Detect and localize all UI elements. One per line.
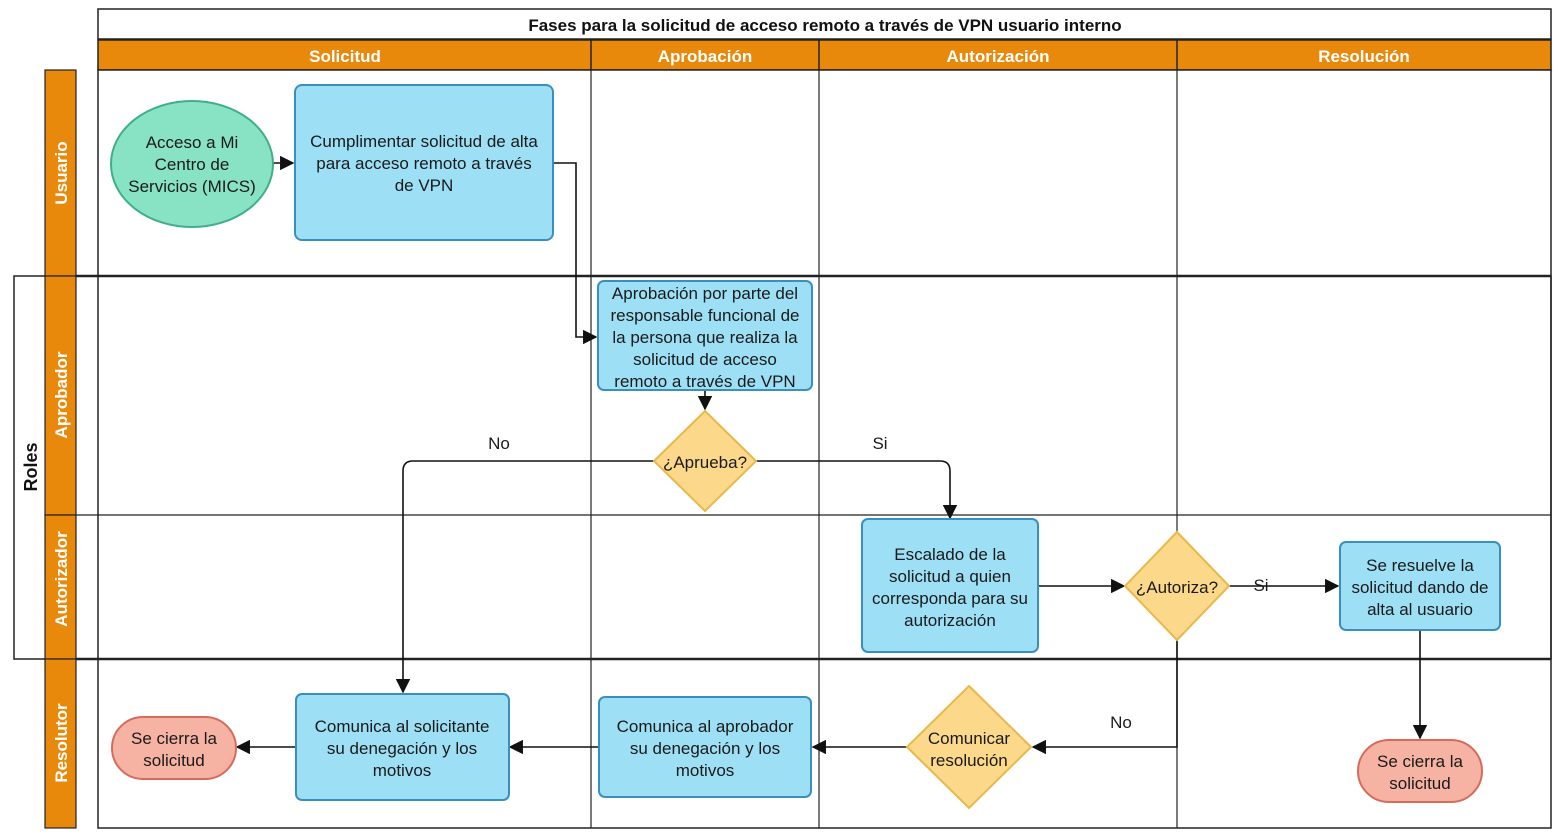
node-label-line: autorización [904,611,996,630]
diagram-title: Fases para la solicitud de acceso remoto… [528,16,1121,35]
communicate-decision-label: Comunicar resolución [928,729,1011,770]
node-label-line: Cumplimentar solicitud de alta [310,132,538,151]
notify-approver-node-label: Comunica al aprobador su denegación y los… [617,717,794,780]
approval-node [597,280,813,391]
node-label-line: motivos [676,761,735,780]
phase-header-bar [97,39,1552,71]
phase-header-aprobacion: Aprobación [658,47,752,66]
authorize-decision-label: ¿Autoriza? [1136,578,1218,597]
node-label-line: su denegación y los [630,739,780,758]
lane-label-aprobador: Aprobador [52,351,71,438]
start-node [110,100,274,228]
end-right-node-label: Se cierra la solicitud [1377,752,1464,793]
authorize-decision-node [1123,530,1231,642]
edge-label-approve-yes: Si [872,434,887,453]
approve-decision-node [652,409,758,513]
node-label-line: corresponda para su [872,589,1028,608]
communicate-decision-node [905,684,1033,810]
edge-label-authorize-yes: Si [1253,576,1268,595]
node-label-line: Centro de [155,155,230,174]
edge-approve-yes [755,460,958,520]
node-label-line: responsable funcional de [610,306,799,325]
resolve-node [1339,541,1501,631]
lane-header-autorizador [44,514,77,660]
lane-header-aprobador [44,275,77,516]
phase-header-solicitud: Solicitud [309,47,381,66]
approval-node-label: Aprobación por parte del responsable func… [610,284,799,391]
escalate-node-label: Escalado de la solicitud a quien correspon… [872,545,1028,630]
node-label-line: Aprobación por parte del [612,284,798,303]
node-label-line: Comunicar [928,729,1011,748]
connectors [235,155,1428,755]
node-label-line: ¿Autoriza? [1136,578,1218,597]
phase-header-autorizacion: Autorización [947,47,1050,66]
node-label-line: Se cierra la [1377,752,1464,771]
node-label-line: motivos [373,761,432,780]
node-label-line: Se cierra la [131,729,218,748]
edge-label-approve-no: No [488,434,510,453]
notify-requester-node-label: Comunica al solicitante su denegación y l… [315,717,490,780]
edge-label-authorize-no: No [1110,713,1132,732]
lane-label-resolutor: Resolutor [52,703,71,783]
lane-label-autorizador: Autorizador [52,531,71,627]
escalate-node [861,518,1039,653]
lane-header-usuario [44,69,77,277]
node-label-line: para acceso remoto a través [316,154,531,173]
edge-approve-no [395,460,654,694]
roles-group-label: Roles [21,442,41,491]
edge-authorize-no [1031,640,1178,755]
fill-form-node-label: Cumplimentar solicitud de alta para acces… [310,132,538,195]
node-label-line: su denegación y los [327,739,477,758]
approve-decision-label: ¿Aprueba? [663,453,747,472]
end-left-node-label: Se cierra la solicitud [131,729,218,770]
fill-form-node [294,84,554,241]
node-label-line: Se resuelve la [1366,556,1474,575]
node-label-line: Servicios (MICS) [128,177,256,196]
start-node-label: Acceso a Mi Centro de Servicios (MICS) [128,133,256,196]
notify-requester-node [295,693,510,801]
title-frame [97,8,1552,40]
node-label-line: ¿Aprueba? [663,453,747,472]
node-label-line: Comunica al solicitante [315,717,490,736]
node-label-line: Escalado de la [894,545,1006,564]
node-label-line: resolución [930,751,1008,770]
edge-form-to-approval [552,162,598,345]
node-label-line: alta al usuario [1367,600,1473,619]
node-label-line: solicitud [1389,774,1450,793]
resolve-node-label: Se resuelve la solicitud dando de alta al … [1351,556,1488,619]
node-label-line: Comunica al aprobador [617,717,794,736]
lane-header-resolutor [44,658,77,829]
node-label-line: remoto a través de VPN [614,372,795,391]
roles-group-frame [13,275,1552,660]
notify-approver-node [598,696,812,798]
node-label-line: Acceso a Mi [146,133,239,152]
end-right-node [1357,739,1483,803]
lane-label-usuario: Usuario [52,141,71,204]
end-left-node [111,716,237,780]
node-label-line: de VPN [395,176,454,195]
phase-header-resolucion: Resolución [1318,47,1410,66]
node-label-line: solicitud dando de [1351,578,1488,597]
node-label-line: solicitud [143,751,204,770]
node-label-line: solicitud de acceso [633,350,777,369]
node-label-line: solicitud a quien [889,567,1011,586]
node-label-line: la persona que realiza la [612,328,798,347]
